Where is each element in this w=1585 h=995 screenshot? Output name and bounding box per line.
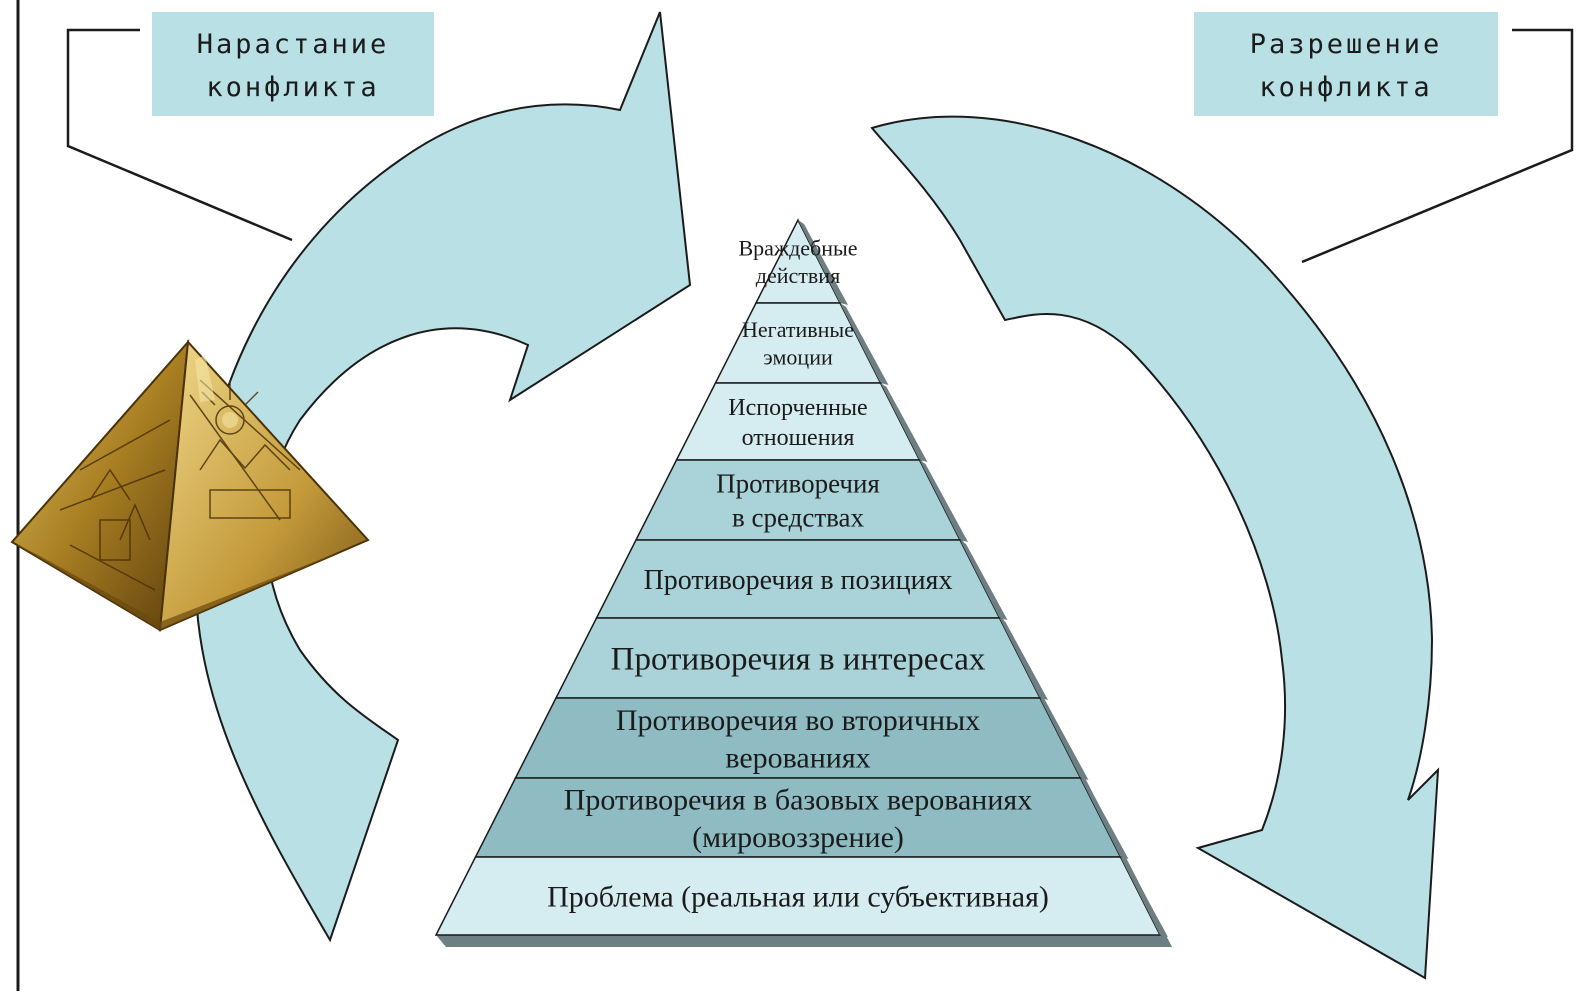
pyramid-level-bevel xyxy=(919,460,969,542)
pyramid-level-2 xyxy=(714,302,882,384)
pyramid-level-9-label: Проблема (реальная или субъективная) xyxy=(547,881,1049,914)
left-callout-line xyxy=(66,28,293,242)
pyramid-level-6-label: Противоречия в интересах xyxy=(611,642,986,678)
pyramid-level-4-label: в средствах xyxy=(732,502,865,532)
escalation-label: Нарастание конфликта xyxy=(152,12,434,116)
pyramid-level-bevel xyxy=(1120,857,1168,937)
pyramid-level-3-label: Испорченные xyxy=(728,395,867,421)
pyramid-level-5-label: Противоречия в позициях xyxy=(644,565,953,596)
pyramid-level-bevel xyxy=(840,303,889,385)
conflict-pyramid: Враждебные действияНегативныеэмоцииИспорч… xyxy=(434,218,1168,937)
pyramid-level-bevel xyxy=(880,383,928,462)
pyramid-level-bevel xyxy=(798,220,849,305)
right-callout-line xyxy=(1301,28,1574,264)
egyptian-pyramid-figurine-icon xyxy=(10,339,370,632)
pyramid-level-2-label: эмоции xyxy=(763,344,833,369)
pyramid-level-4-label: Противоречия xyxy=(716,469,880,499)
pyramid-level-bevel xyxy=(1040,698,1089,780)
pyramid-level-bevel xyxy=(999,618,1049,700)
pyramid-level-1-label: действия xyxy=(756,263,840,288)
pyramid-level-bevel xyxy=(1080,778,1129,859)
pyramid-level-8-label: Противоречия в базовых верованиях xyxy=(564,783,1032,816)
pyramid-level-7-label: верованиях xyxy=(725,741,870,774)
pyramid-level-1-label: Враждебные xyxy=(738,235,857,260)
pyramid-level-2-label: Негативные xyxy=(742,317,854,342)
resolution-arrow xyxy=(870,115,1440,980)
pyramid-level-bevel xyxy=(960,540,1008,620)
resolution-label: Разрешение конфликта xyxy=(1194,12,1498,116)
pyramid-level-8-label: (мировоззрение) xyxy=(692,821,904,854)
pyramid-level-1 xyxy=(754,218,842,304)
pyramid-level-7-label: Противоречия во вторичных xyxy=(616,704,980,737)
pyramid-level-3-label: отношения xyxy=(742,425,855,451)
